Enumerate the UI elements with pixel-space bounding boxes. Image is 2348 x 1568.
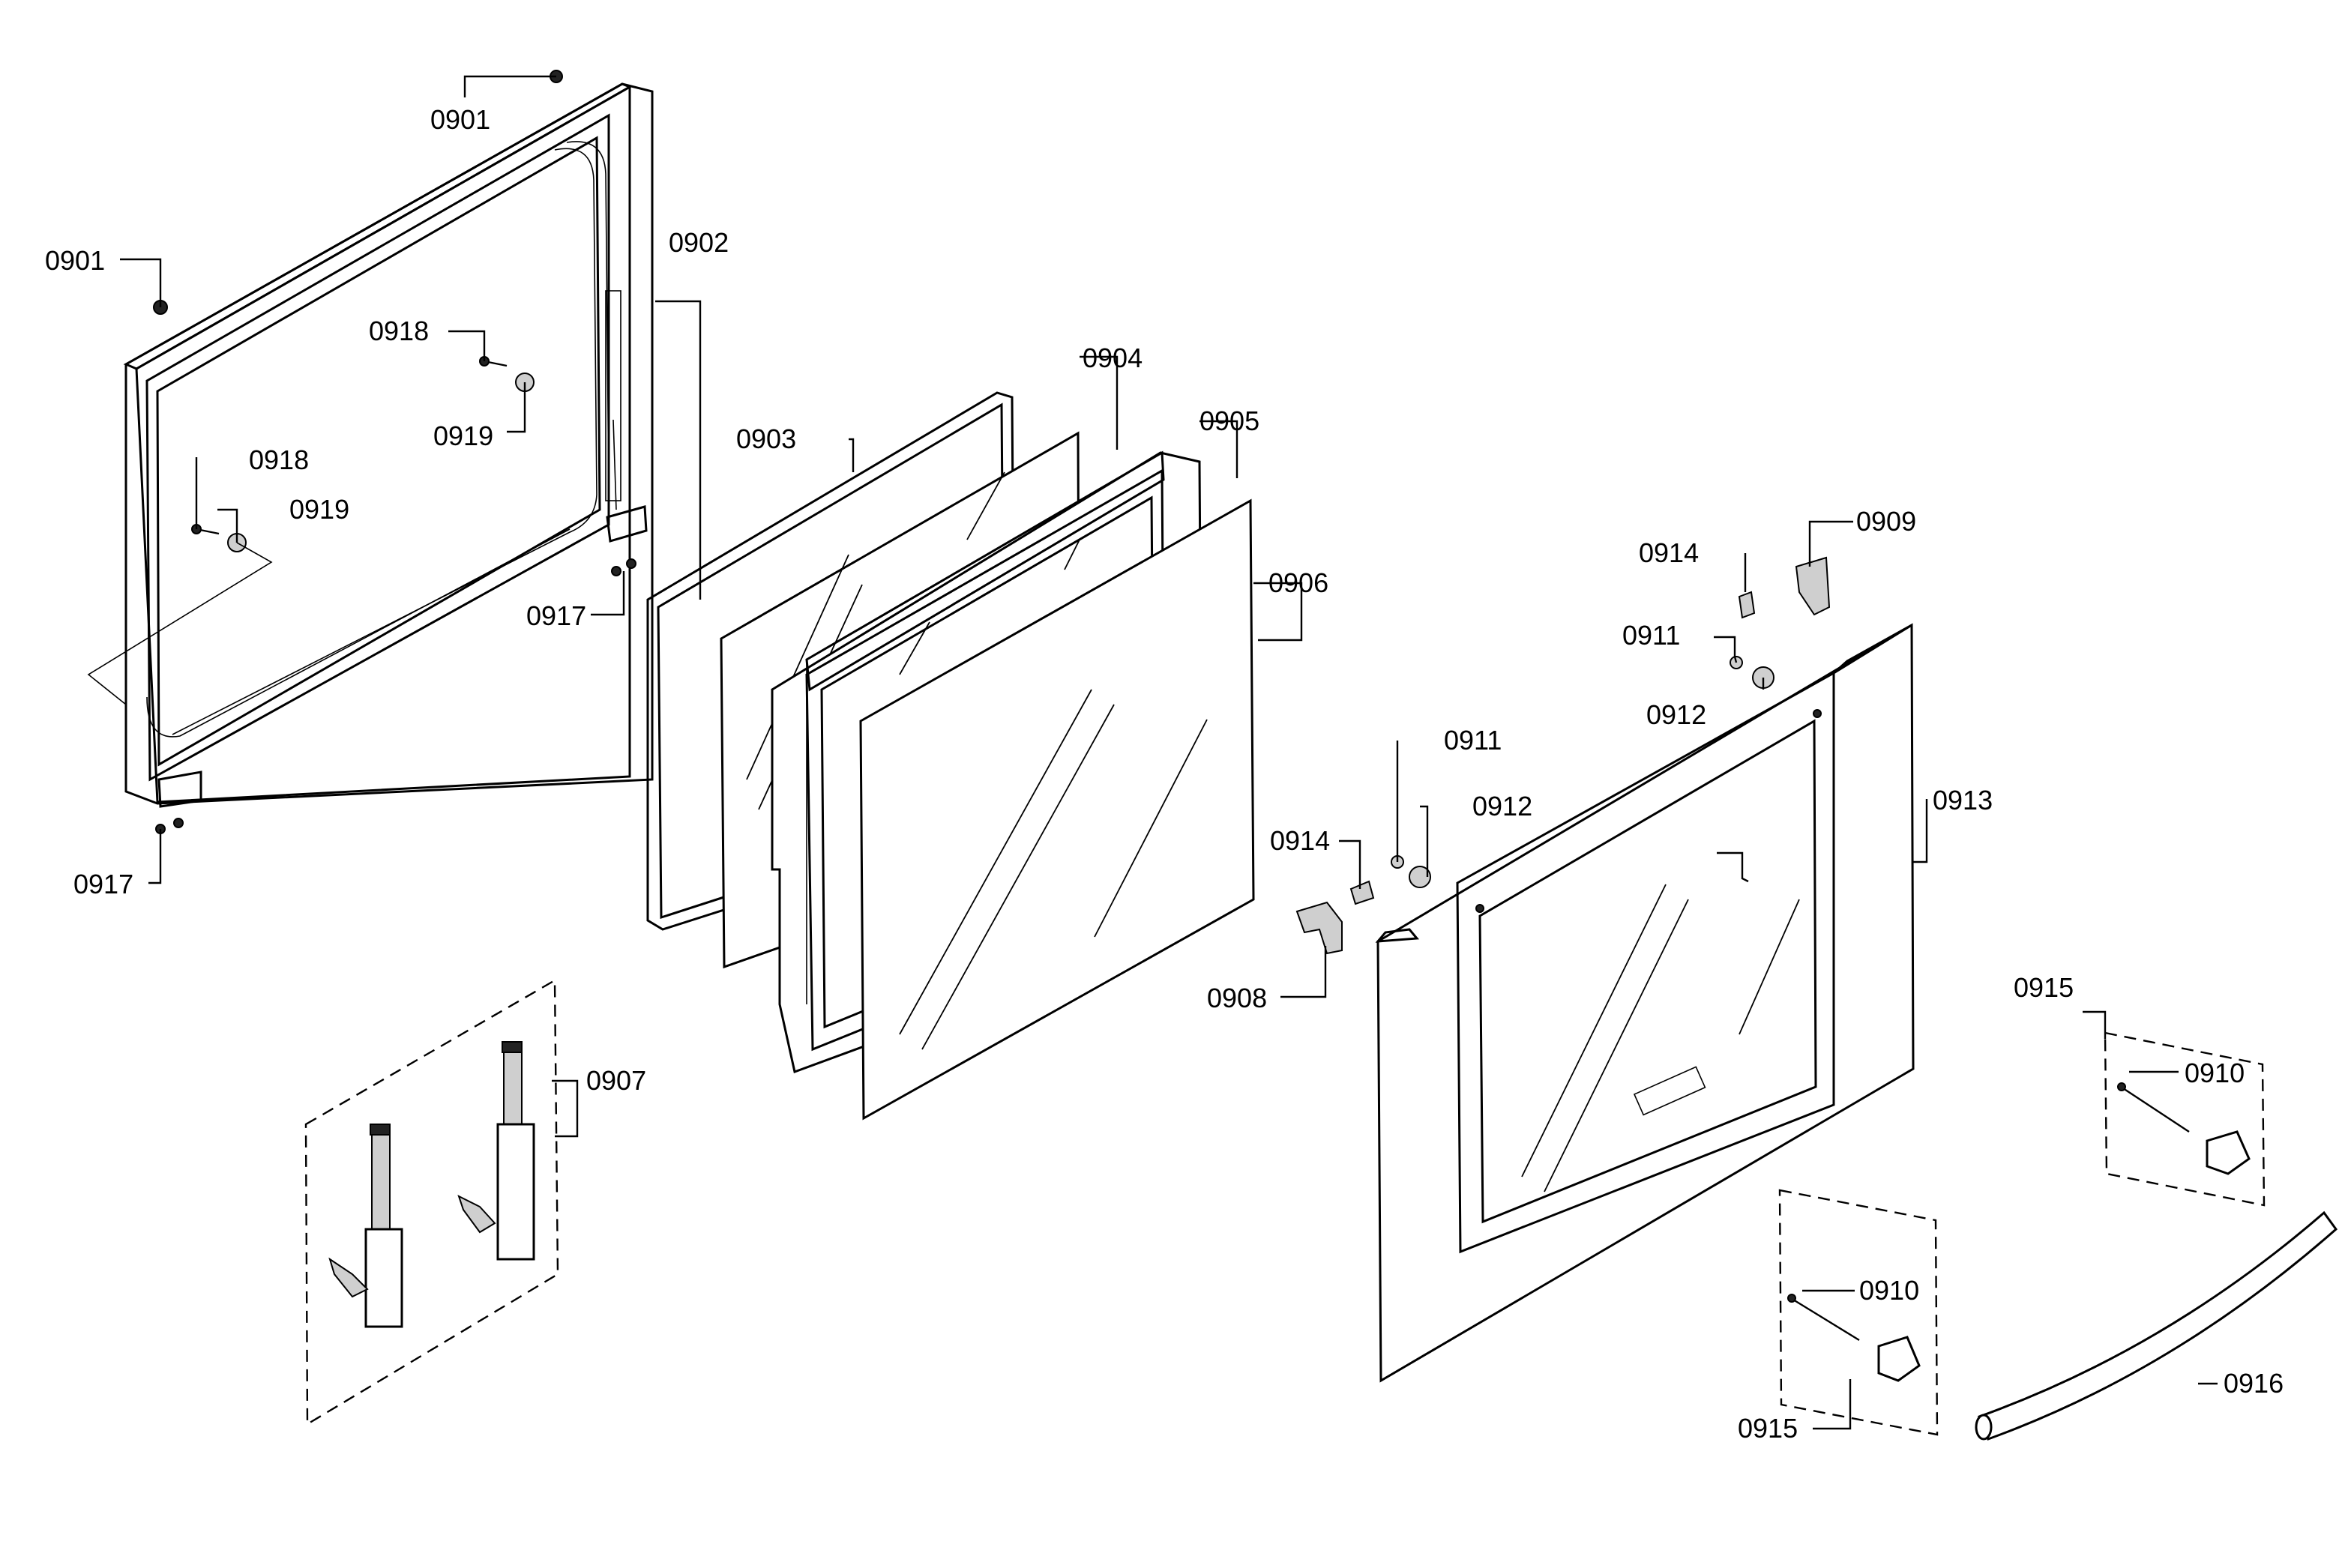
door-hardware: [1295, 556, 1831, 955]
label-0918-lower: 0918: [249, 444, 309, 475]
label-0903: 0903: [736, 423, 796, 454]
label-0905: 0905: [1199, 405, 1259, 436]
label-0919-upper: 0919: [433, 420, 493, 451]
label-0907: 0907: [586, 1065, 646, 1096]
label-0914-upper: 0914: [1639, 537, 1699, 568]
label-0914-lower: 0914: [1270, 825, 1330, 856]
label-0902: 0902: [669, 227, 729, 258]
bracket-0908: [1295, 901, 1343, 955]
label-0912-lower: 0912: [1472, 791, 1532, 821]
label-0916: 0916: [2224, 1368, 2284, 1399]
label-0915-lower: 0915: [1738, 1413, 1798, 1444]
label-0917-right: 0917: [526, 600, 586, 631]
label-0910-upper: 0910: [2185, 1058, 2245, 1088]
label-0911-upper: 0911: [1622, 620, 1680, 651]
label-0904: 0904: [1083, 343, 1143, 373]
hinge-left: [328, 1124, 403, 1328]
label-0906: 0906: [1268, 567, 1328, 598]
screw-0917-right-b: [626, 558, 636, 569]
screw-0917-left-b: [173, 818, 184, 828]
label-0913: 0913: [1933, 785, 1993, 815]
clip-0914-lower: [1349, 880, 1375, 905]
label-0908: 0908: [1207, 983, 1267, 1013]
label-0901-top: 0901: [430, 104, 490, 135]
front-door-panel: [1375, 623, 1915, 1383]
label-0915-upper: 0915: [2014, 972, 2074, 1003]
outer-glass-0906: [859, 498, 1255, 1121]
hinge-set: [304, 978, 559, 1426]
part-labels: 0901 0901 0902 0918 0919 0918 0919 0917 …: [45, 104, 2284, 1444]
hinge-right: [457, 1041, 535, 1261]
clip-0914-upper: [1738, 591, 1756, 619]
label-0909: 0909: [1856, 506, 1916, 537]
bracket-0909: [1795, 556, 1831, 616]
inner-door-frame: [123, 82, 654, 808]
label-0918-upper: 0918: [369, 316, 429, 346]
screw-0917-right-a: [611, 566, 621, 576]
label-0910-lower: 0910: [1859, 1275, 1919, 1306]
label-0919-lower: 0919: [289, 494, 349, 525]
leader-lines: [120, 75, 2218, 1430]
handle-mount-upper: [2104, 1031, 2266, 1207]
handle-mount-lower: [1778, 1189, 1939, 1436]
washer-0912-lower: [1409, 866, 1431, 888]
label-0911-lower: 0911: [1444, 725, 1502, 756]
label-0917-left: 0917: [73, 869, 133, 899]
label-0901-left: 0901: [45, 245, 105, 276]
door-handle: [1975, 1210, 2338, 1441]
label-0912-upper: 0912: [1646, 699, 1706, 730]
